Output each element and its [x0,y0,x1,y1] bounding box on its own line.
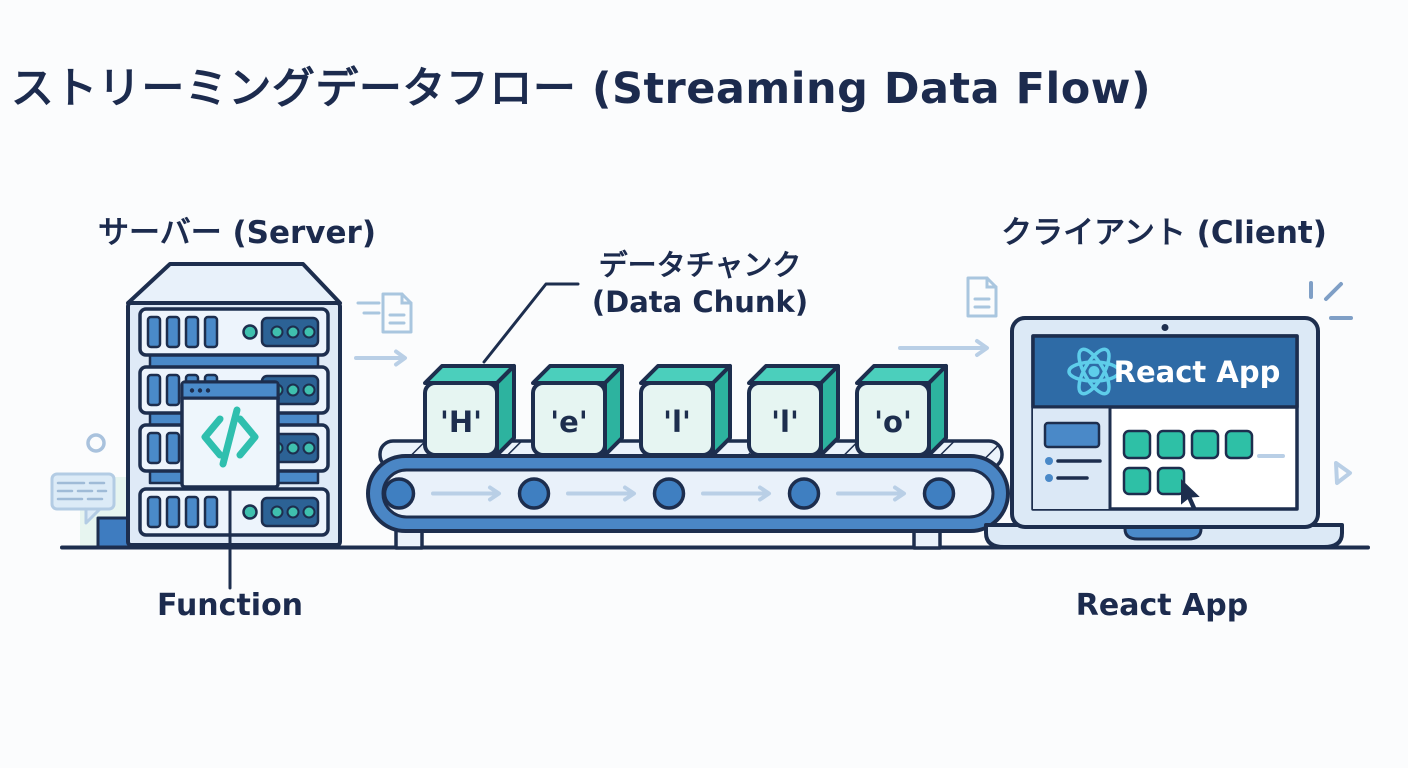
sparkle-icon [1309,281,1353,320]
belt-roller [652,477,686,510]
conveyor-belt [366,439,1010,550]
code-window-titlebar [183,383,277,397]
server-rack-unit [138,307,330,357]
client-label: クライアント (Client) [1001,215,1327,251]
chunk-letter: 'o' [874,405,912,439]
chunk-letter: 'l' [663,405,691,439]
data-chunk-label: データチャンク (Data Chunk) [592,247,808,321]
play-cursor-icon [1334,461,1352,485]
chunk-letter: 'H' [440,405,482,439]
cursor-icon [1181,479,1200,510]
app-content-tiles [1122,429,1285,496]
laptop: React App [984,316,1344,549]
content-tile [1156,466,1186,496]
speech-bubble-icon [50,472,116,525]
sidebar-list-items [1045,457,1102,482]
content-tile [1224,429,1254,460]
data-chunk-cube: 'l' [747,364,840,457]
function-caption: Function [156,588,304,623]
react-app-caption: React App [1075,588,1249,623]
sidebar-banner [1043,421,1101,449]
data-chunk-cubes: 'H' 'e' 'l' 'l' [423,364,948,457]
belt-roller [922,477,956,510]
background-decorations-left [50,433,132,549]
document-icon-left [356,292,413,334]
data-chunk-label-jp: データチャンク [598,248,802,282]
data-chunk-cube: 'l' [639,364,732,457]
server-top [126,262,342,305]
document-icon-right [966,276,998,318]
chunk-pointer-line [482,282,580,364]
app-header-title: React App [1114,355,1281,389]
camera-dot [1161,324,1169,331]
flow-arrow-left-icon [354,349,407,367]
content-tile [1156,429,1186,460]
circle-decoration [86,433,106,453]
server-rack-unit [138,487,330,537]
content-tile [1122,429,1152,460]
page-title: ストリーミングデータフロー (Streaming Data Flow) [10,64,1152,114]
data-chunk-cube: 'o' [855,364,948,457]
speed-lines [356,301,381,315]
belt-roller [517,477,551,510]
belt-direction-arrows [431,485,906,502]
belt-roller [787,477,821,510]
chunk-letter: 'l' [771,405,799,439]
laptop-notch [1123,525,1203,541]
flow-arrow-right-icon [898,339,989,357]
data-chunk-cube: 'H' [423,364,516,457]
content-tile [1122,466,1152,496]
blue-block-decoration [96,516,132,549]
code-window [180,380,280,489]
react-logo-icon [1067,347,1121,396]
belt-roller [382,477,416,510]
code-icon [201,406,259,468]
data-chunk-label-en: (Data Chunk) [591,285,809,319]
server-label: サーバー (Server) [98,215,376,251]
data-chunk-cube: 'e' [531,364,624,457]
content-tile [1190,429,1220,460]
chunk-letter: 'e' [550,405,587,439]
